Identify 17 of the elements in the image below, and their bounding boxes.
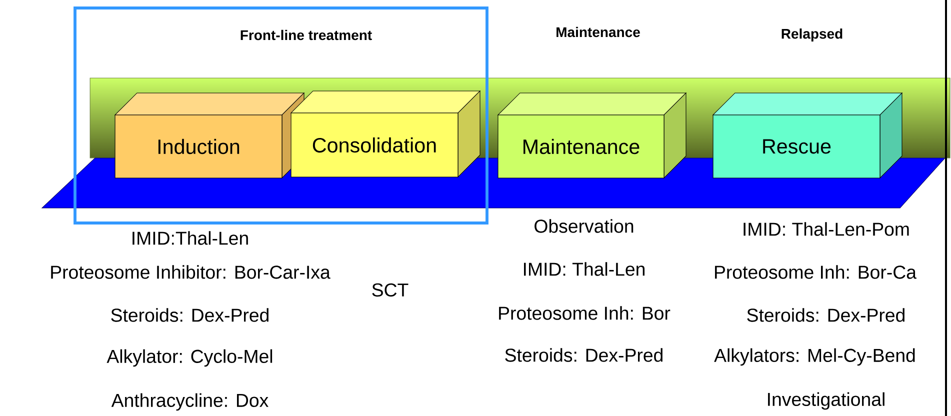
list-item: Steroids: Dex-Pred [505, 348, 662, 362]
list-item: Proteosome Inhibitor: Bor-Car-Ixa [51, 265, 330, 279]
list-item: Proteosome Inh: Bor-Ca [715, 265, 916, 279]
list-item: Alkylators: Mel-Cy-Bend [714, 348, 915, 366]
list-item: Proteosome Inh: Bor [499, 306, 670, 320]
list-item: SCT [372, 283, 408, 297]
list-item: IMID: Thal-Len-Pom [744, 222, 909, 236]
list-item: Steroids: Dex-Pred [747, 308, 904, 322]
section-heading: Relapsed [782, 28, 842, 42]
list-item: Anthracycline: Dox [111, 393, 268, 411]
section-heading: Maintenance [556, 26, 640, 38]
list-item: Alkylator: Cyclo-Mel [106, 349, 272, 367]
list-item: IMID:Thal-Len [132, 231, 248, 245]
list-item: Steroids: Dex-Pred [111, 308, 268, 322]
list-item: Investigational [768, 392, 884, 410]
list-item: Observation [534, 219, 634, 233]
list-item: IMID: Thal-Len [524, 262, 644, 276]
